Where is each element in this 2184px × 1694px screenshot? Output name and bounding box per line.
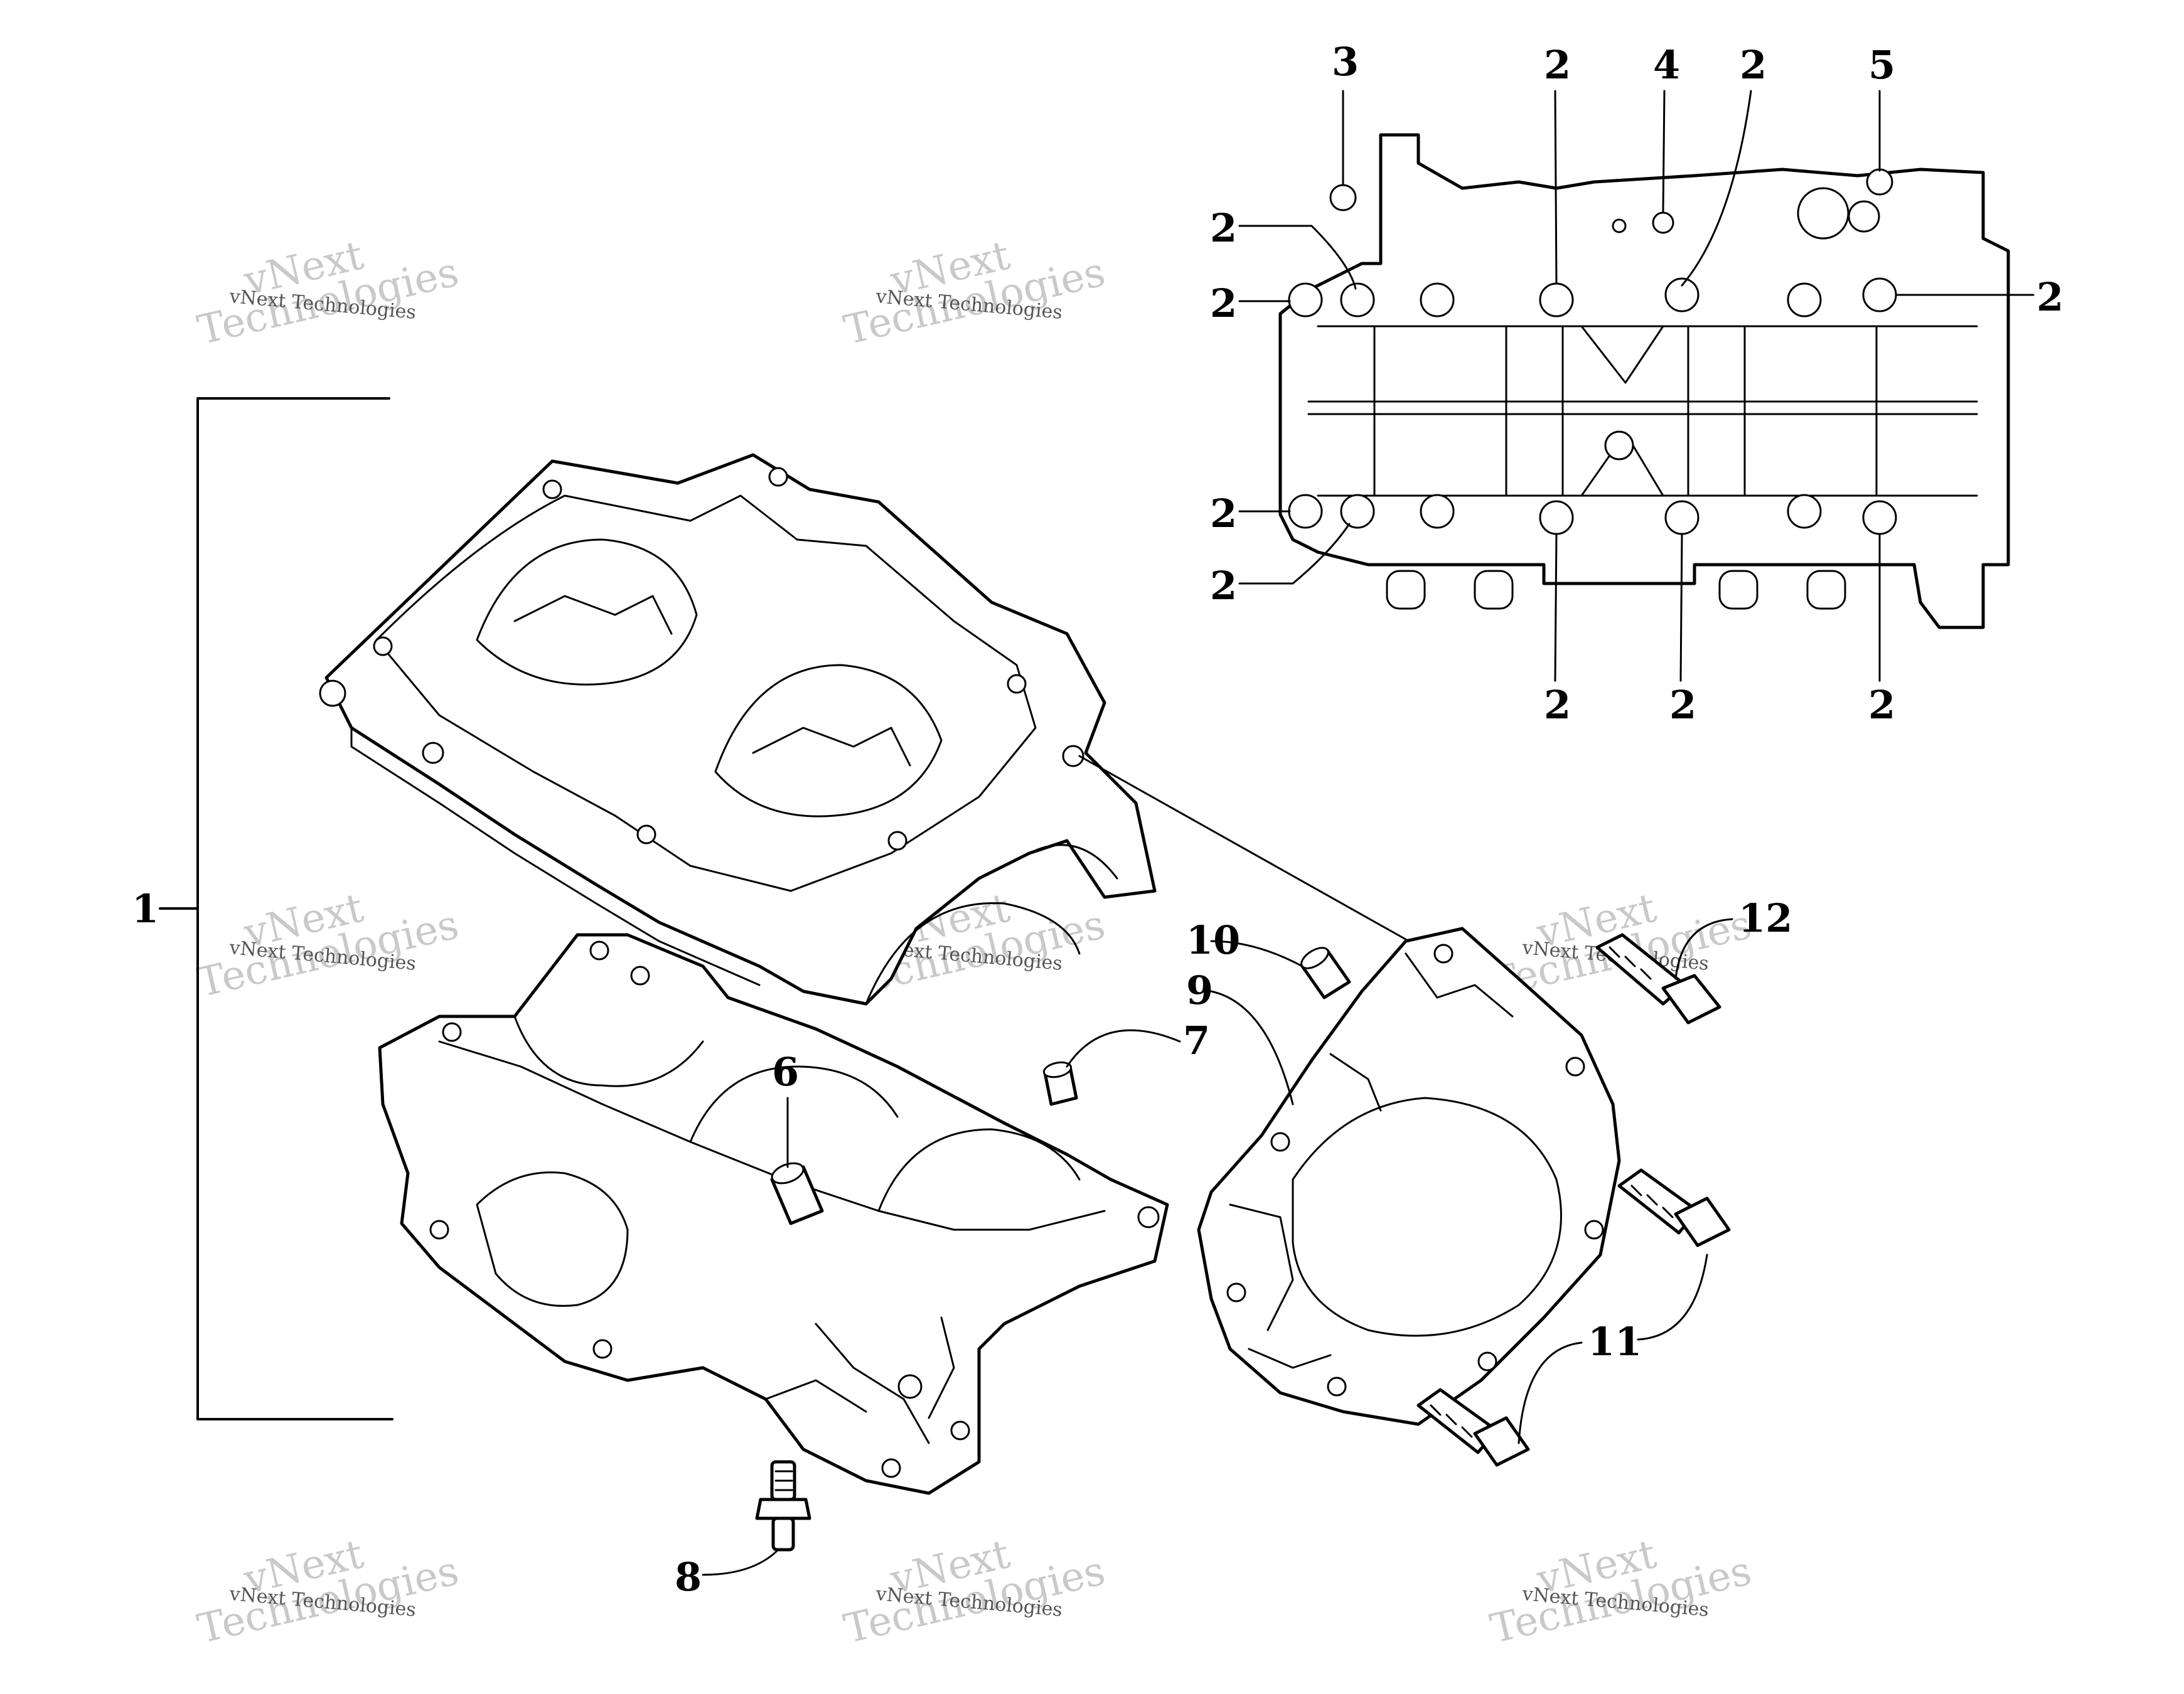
bell-housing [1197,927,1621,1426]
lower-crankcase [378,933,1169,1495]
watermark-r1c2: vNext Technologies [840,232,1109,354]
alignment-line [1078,755,1410,942]
leader-lines [702,90,2035,1576]
callout-2-left-b: 2 [1210,280,1237,326]
assembly-bracket [159,397,393,1420]
callout-11: 11 [1588,1319,1642,1365]
watermark-r3c1: vNext Technologies [193,1531,463,1653]
callout-4: 4 [1653,42,1680,88]
callout-9: 9 [1186,967,1213,1013]
callout-labels: 1 3 2 4 2 5 2 2 2 2 2 2 2 2 10 9 7 6 8 1… [132,39,2064,1600]
callout-2-right: 2 [2037,274,2064,320]
callout-2-left-c: 2 [1210,491,1237,536]
inset-top-view [1278,133,2010,629]
callout-2-left-d: 2 [1210,563,1237,609]
callout-2-top-b: 2 [1740,42,1767,88]
watermark-r3c2: vNext Technologies [840,1531,1109,1653]
callout-12: 12 [1738,895,1792,941]
callout-1: 1 [132,886,159,932]
watermark-r2c1: vNext Technologies [193,885,463,1006]
callout-8: 8 [675,1554,702,1600]
watermark-r1c1: vNext Technologies [193,232,463,354]
callout-2-bottom-c: 2 [1868,682,1895,728]
watermark-r3c3: vNext Technologies [1486,1531,1755,1653]
upper-crankcase [319,453,1157,1006]
bolt-11-upper [1617,1168,1731,1247]
callout-2-top-a: 2 [1544,42,1571,88]
bolt-12 [1595,933,1721,1025]
dowel-10 [1300,947,1351,999]
callout-7: 7 [1183,1018,1210,1063]
callout-6: 6 [772,1049,799,1095]
callout-2-bottom-a: 2 [1544,682,1571,728]
bolt-11-lower [1416,1388,1530,1467]
callout-3: 3 [1332,39,1359,85]
callout-5: 5 [1868,42,1895,88]
callout-2-left-a: 2 [1210,205,1237,251]
callout-10: 10 [1186,917,1240,963]
dowel-6 [770,1162,824,1225]
dowel-7 [1042,1061,1078,1106]
fitting-8 [755,1460,811,1552]
callout-2-bottom-b: 2 [1669,682,1696,728]
